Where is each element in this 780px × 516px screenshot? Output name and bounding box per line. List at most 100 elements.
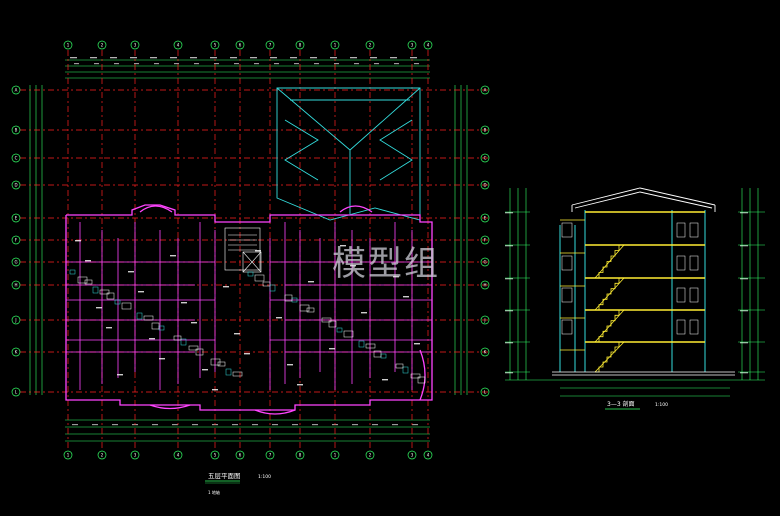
axis-bubble xyxy=(63,40,73,50)
axis-bubble xyxy=(11,180,21,190)
axis-bubble xyxy=(330,450,340,460)
axis-bubble-label: 4 xyxy=(177,453,180,458)
axis-bubble-label: 5 xyxy=(214,453,217,458)
axis-bubble-label: D xyxy=(483,183,486,188)
floor-slabs xyxy=(560,211,705,351)
axis-bubble xyxy=(11,235,21,245)
fixtures xyxy=(69,269,426,384)
axis-bubble xyxy=(423,40,433,50)
axis-bubble xyxy=(11,280,21,290)
axis-bubble-label: 2 xyxy=(369,43,372,48)
axis-bubble xyxy=(210,40,220,50)
axis-bubble xyxy=(330,40,340,50)
axis-bubble-label: K xyxy=(484,350,487,355)
axis-bubble xyxy=(11,315,21,325)
axis-bubble-label: 4 xyxy=(427,453,430,458)
axis-bubble-label: 2 xyxy=(101,43,104,48)
axis-bubble xyxy=(407,40,417,50)
section-drawing xyxy=(505,187,765,397)
section-title: 3—3 剖面 xyxy=(607,400,635,408)
axis-bubble-label: 1 xyxy=(67,453,70,458)
axis-bubble-label: B xyxy=(15,128,18,133)
axis-bubble xyxy=(480,85,490,95)
roof-plan xyxy=(276,87,421,221)
axis-bubble xyxy=(173,40,183,50)
axis-bubble xyxy=(295,40,305,50)
section-windows xyxy=(561,222,699,335)
axis-bubble-label: G xyxy=(483,260,486,265)
axis-bubble xyxy=(295,450,305,460)
axis-bubble xyxy=(480,125,490,135)
axis-bubble-label: E xyxy=(15,216,18,221)
axis-bubble-label: C xyxy=(15,156,18,161)
axis-bubble xyxy=(173,450,183,460)
plan-title-block: 五层平面图 1:100 1 地轴 xyxy=(205,472,271,495)
axis-bubble-label: K xyxy=(15,350,18,355)
section-dimension-lines xyxy=(505,188,765,397)
section-title-block: 3—3 剖面 1:100 xyxy=(605,400,668,410)
axis-bubble xyxy=(11,347,21,357)
axis-bubble xyxy=(480,213,490,223)
room-annotations xyxy=(75,240,420,391)
section-scale: 1:100 xyxy=(655,402,668,408)
section-outer-walls xyxy=(559,210,706,372)
axis-bubble-label: 7 xyxy=(269,453,272,458)
axis-bubble-label: G xyxy=(14,260,17,265)
axis-bubble-label: 3 xyxy=(411,453,414,458)
axis-bubble-label: F xyxy=(15,238,18,243)
interior-walls xyxy=(66,222,432,390)
axis-bubble-label: 4 xyxy=(177,43,180,48)
axis-bubble-label: L xyxy=(484,390,487,395)
axis-bubble xyxy=(97,450,107,460)
axis-bubble xyxy=(480,235,490,245)
axis-bubble-label: D xyxy=(14,183,17,188)
axis-bubble-label: J xyxy=(14,318,16,323)
bottom-dimension-lines xyxy=(65,419,430,442)
axis-bubble-label: 3 xyxy=(134,453,137,458)
axis-bubble xyxy=(11,387,21,397)
top-dimension-text xyxy=(70,57,419,426)
axis-bubble-label: L xyxy=(15,390,18,395)
axis-bubble xyxy=(480,347,490,357)
axis-bubble xyxy=(11,257,21,267)
axis-bubble xyxy=(480,257,490,267)
axis-bubble xyxy=(210,450,220,460)
axis-bubble-label: H xyxy=(483,283,486,288)
axis-bubble-label: 5 xyxy=(214,43,217,48)
axis-bubble xyxy=(63,450,73,460)
axis-bubble xyxy=(407,450,417,460)
axis-bubble xyxy=(365,40,375,50)
axis-bubble xyxy=(130,40,140,50)
axis-bubble xyxy=(11,125,21,135)
axis-bubble xyxy=(235,40,245,50)
top-dimension-lines xyxy=(65,59,430,79)
section-level-ticks xyxy=(505,211,765,374)
axis-bubble-label: 2 xyxy=(369,453,372,458)
axis-bubble xyxy=(11,85,21,95)
axis-bubble-label: 3 xyxy=(411,43,414,48)
axis-bubble-label: B xyxy=(484,128,487,133)
axis-bubble xyxy=(130,450,140,460)
plan-scale: 1:100 xyxy=(258,474,271,480)
axis-bubble-label: H xyxy=(14,283,17,288)
axis-bubble-label: 8 xyxy=(299,453,302,458)
axis-bubble xyxy=(11,153,21,163)
building-walls xyxy=(65,204,433,415)
axis-bubble-label: 3 xyxy=(134,43,137,48)
axis-bubble-label: 4 xyxy=(427,43,430,48)
axis-bubble xyxy=(265,40,275,50)
axis-bubble-label: C xyxy=(484,156,487,161)
axis-bubble-label: A xyxy=(484,88,487,93)
axis-bubble xyxy=(423,450,433,460)
plan-note: 1 地轴 xyxy=(208,489,220,495)
stair-flights xyxy=(594,244,625,373)
axis-bubble xyxy=(365,450,375,460)
axis-bubble-label: 1 xyxy=(334,453,337,458)
axis-bubble-label: 8 xyxy=(299,43,302,48)
axis-bubble xyxy=(480,315,490,325)
axis-bubble xyxy=(11,213,21,223)
axis-bubble-label: A xyxy=(15,88,18,93)
section-roof xyxy=(571,187,716,212)
